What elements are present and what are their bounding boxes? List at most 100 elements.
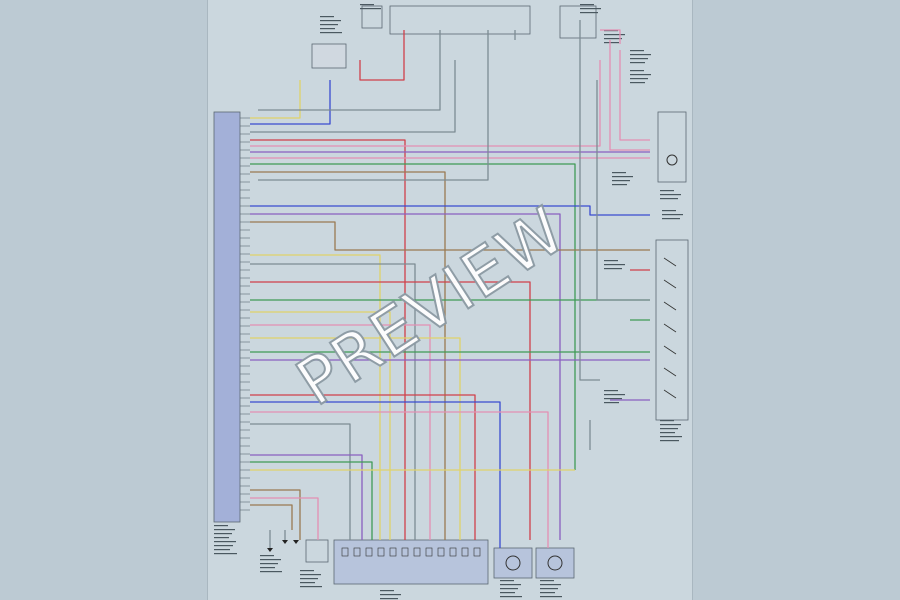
label-mark [540, 588, 558, 590]
switch-array [655, 239, 689, 421]
wire-top-gray-2 [258, 30, 489, 181]
label-mark [500, 592, 515, 594]
switch-symbol [663, 257, 677, 267]
label-mark [260, 559, 281, 561]
label-mark [260, 567, 275, 569]
wire-24 [250, 423, 351, 540]
label-mark [630, 54, 651, 56]
pin [473, 547, 481, 557]
fuse-block [389, 5, 531, 35]
label-mark [500, 588, 518, 590]
ground-symbol [293, 540, 299, 544]
label-mark [540, 596, 562, 598]
wire-23 [250, 411, 549, 548]
label-mark [320, 24, 338, 26]
wire-7 [250, 163, 576, 470]
label-mark [300, 570, 314, 572]
label-mark [660, 424, 681, 426]
label-mark [660, 432, 675, 434]
wire-14 [250, 281, 531, 540]
label-mark [500, 596, 522, 598]
label-mark [604, 398, 622, 400]
wire-22 [250, 401, 501, 548]
label-mark [660, 436, 682, 438]
label-mark [580, 8, 601, 10]
label-mark [612, 176, 633, 178]
wire-21 [250, 394, 476, 540]
pin [389, 547, 397, 557]
label-mark [320, 16, 334, 18]
ground-symbol [282, 540, 288, 544]
label-mark [300, 582, 315, 584]
wire-right-3 [619, 50, 650, 141]
label-mark [604, 390, 618, 392]
label-mark [604, 260, 618, 262]
label-mark [320, 32, 342, 34]
label-mark [604, 268, 622, 270]
wire-top-red [359, 30, 405, 81]
pin [353, 547, 361, 557]
pin [461, 547, 469, 557]
pin [365, 547, 373, 557]
label-mark [300, 586, 322, 588]
pin [341, 547, 349, 557]
label-mark [500, 580, 514, 582]
label-mark [320, 20, 341, 22]
wire-12 [250, 254, 381, 540]
label-mark [320, 28, 335, 30]
label-mark [214, 545, 233, 547]
label-mark [500, 584, 521, 586]
pin [449, 547, 457, 557]
label-mark [214, 525, 228, 527]
sensor-coil [535, 547, 575, 579]
ground-box [305, 539, 329, 563]
label-mark [260, 563, 278, 565]
sensor-box [657, 111, 687, 183]
wire-top-gray [258, 30, 441, 111]
wire-13 [250, 263, 416, 540]
label-mark [540, 584, 561, 586]
pin [413, 547, 421, 557]
wire-right-2 [609, 40, 650, 151]
wire-4 [250, 60, 601, 147]
label-mark [604, 34, 625, 36]
label-mark [380, 598, 398, 600]
wire-28 [250, 489, 301, 540]
label-mark [214, 537, 229, 539]
label-mark [660, 194, 681, 196]
label-mark [214, 541, 236, 543]
ground-symbol [267, 548, 273, 552]
sensor-coil [505, 555, 521, 571]
label-mark [580, 4, 594, 6]
label-mark [660, 428, 678, 430]
label-mark [630, 50, 644, 52]
label-mark [214, 549, 230, 551]
label-mark [604, 264, 625, 266]
label-mark [360, 8, 381, 10]
label-mark [604, 402, 619, 404]
label-mark [604, 394, 625, 396]
label-mark [260, 555, 274, 557]
label-mark [630, 62, 645, 64]
label-mark [580, 12, 598, 14]
pin [401, 547, 409, 557]
label-mark [662, 214, 683, 216]
switch-symbol [663, 389, 677, 399]
switch-symbol [663, 323, 677, 333]
wire-30 [250, 504, 293, 530]
label-mark [604, 38, 622, 40]
wire-10 [250, 213, 561, 540]
label-mark [380, 590, 394, 592]
sensor-coil [493, 547, 533, 579]
label-mark [630, 70, 644, 72]
wire-right-4 [596, 80, 650, 301]
sensor-coil [666, 154, 678, 166]
wire-1 [250, 80, 331, 125]
label-mark [630, 58, 648, 60]
wire-18 [250, 337, 461, 540]
label-mark [612, 184, 627, 186]
tcm-connector [213, 111, 241, 523]
switch-symbol [663, 345, 677, 355]
label-mark [260, 571, 282, 573]
